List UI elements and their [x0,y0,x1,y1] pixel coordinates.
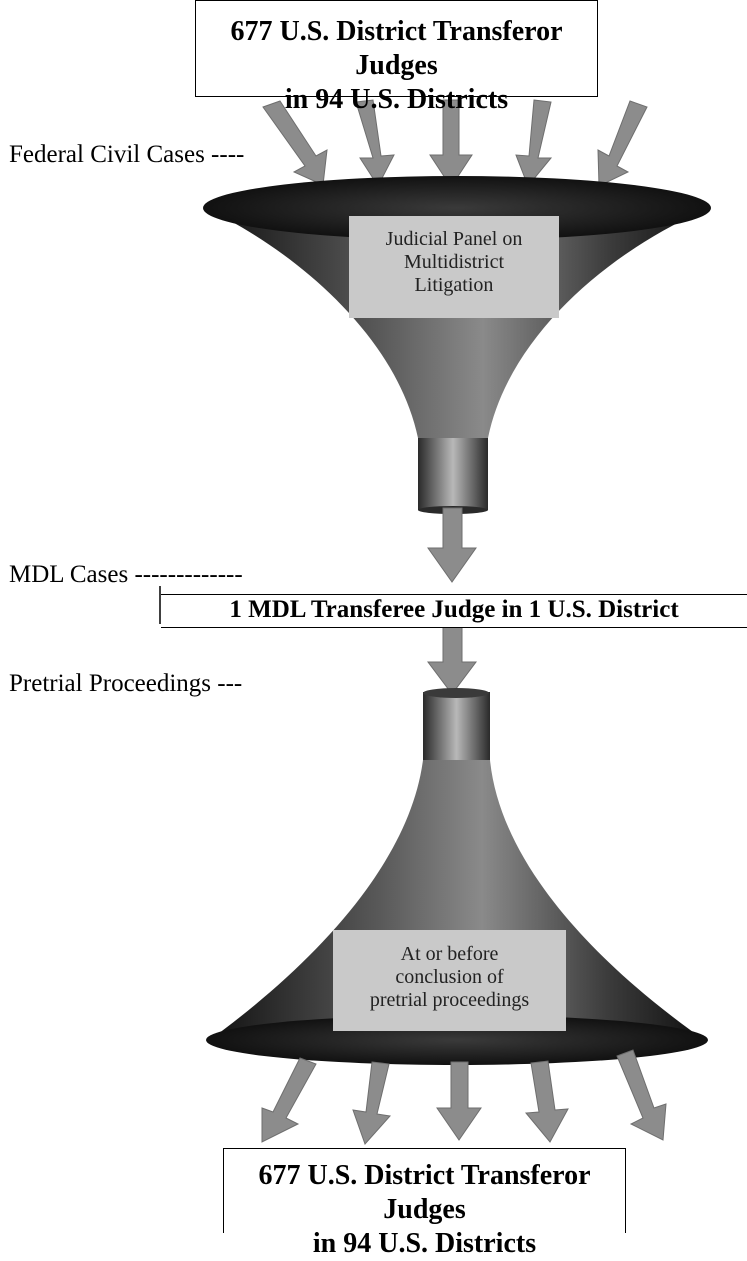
upper-funnel-body [205,208,710,470]
judicial-panel-label: Judicial Panel on Multidistrict Litigati… [349,216,559,318]
input-arrows [262,99,648,188]
label-mdl-cases: MDL Cases ------------- [9,561,243,588]
arrow-5 [597,100,648,187]
arrow-4 [515,99,553,187]
arrow-to-pretrial [427,625,477,695]
output-arrows [261,1049,667,1145]
upper-funnel-spout [418,438,488,510]
arrow-out-4 [524,1060,569,1143]
label-federal-civil-cases: Federal Civil Cases ---- [9,141,245,168]
arrow-out-2 [352,1061,391,1145]
lower-funnel-spout [423,692,490,760]
arrow-out-1 [261,1057,317,1143]
top-transferor-box: 677 U.S. District Transferor Judges in 9… [195,0,598,115]
conclusion-panel-label: At or before conclusion of pretrial proc… [333,930,566,1031]
bottom-box-line1: 677 U.S. District Transferor Judges [258,1160,591,1225]
top-box-line1: 677 U.S. District Transferor Judges [230,16,563,81]
lower-funnel-body [207,720,707,1042]
label-pretrial-proceedings: Pretrial Proceedings --- [9,670,243,697]
mdl-flow-diagram [159,99,711,1145]
arrow-3 [429,99,473,188]
bottom-transferor-box: 677 U.S. District Transferor Judges in 9… [223,1148,626,1259]
transferee-box-text: 1 MDL Transferee Judge in 1 U.S. Distric… [229,596,679,623]
bottom-box-line2: in 94 U.S. Districts [312,1228,537,1259]
top-box-line2: in 94 U.S. Districts [284,84,509,115]
arrow-to-transferee [427,507,477,583]
upper-funnel [203,176,711,514]
mdl-transferee-box: 1 MDL Transferee Judge in 1 U.S. Distric… [161,594,747,628]
lower-funnel [206,688,708,1065]
lower-funnel-rim [206,1015,708,1065]
arrow-out-3 [436,1061,482,1141]
arrow-out-5 [616,1049,667,1141]
upper-funnel-rim [203,176,711,240]
arrow-2 [355,99,395,187]
arrow-1 [262,100,328,186]
